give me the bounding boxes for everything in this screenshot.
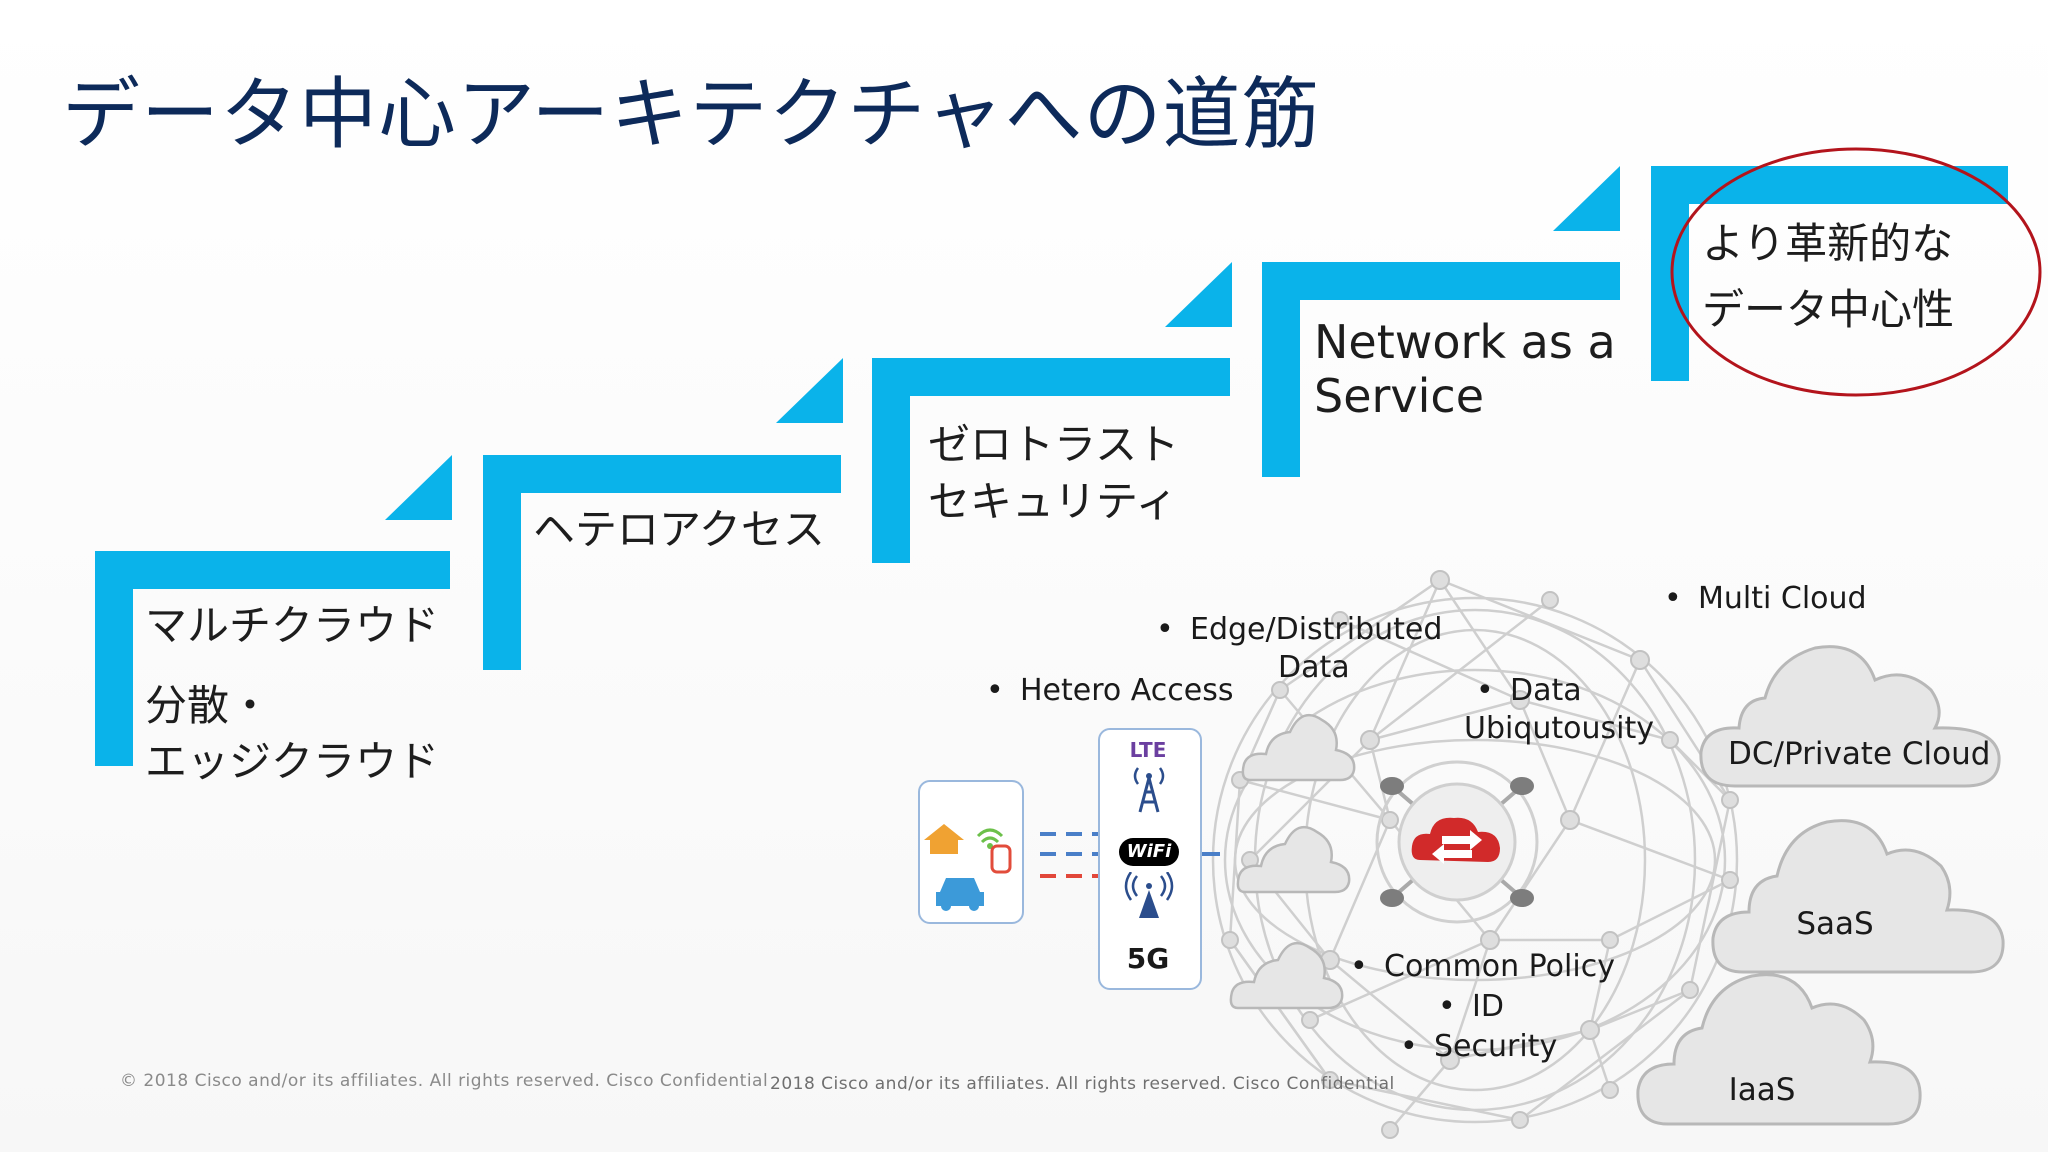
- step-2-bracket-side: [483, 455, 521, 670]
- bullet-multi-cloud-text: Multi Cloud: [1698, 581, 1867, 616]
- step-3-label-2: セキュリティ: [928, 477, 1178, 526]
- bullet-data-ubiquity-text: Data: [1510, 673, 1582, 708]
- step-1-label-2: 分散・: [145, 681, 272, 730]
- step-3-bracket-side: [872, 358, 910, 563]
- bullet-security-text: Security: [1434, 1029, 1558, 1064]
- step-4-bracket-side: [1262, 262, 1300, 477]
- bullet-edge-distributed-line2: Data: [1278, 650, 1350, 685]
- lte-label: LTE: [1129, 738, 1167, 762]
- step-4-arrow-tip: [1553, 166, 1620, 231]
- left-cloud-1: [1241, 713, 1356, 782]
- step-2-label: ヘテロアクセス: [533, 505, 825, 554]
- step-5-bracket-side: [1651, 166, 1689, 381]
- bullet-multi-cloud: •Multi Cloud: [1664, 581, 1867, 616]
- step-1-label: マルチクラウド: [145, 601, 440, 650]
- fiveg-label: 5G: [1126, 942, 1170, 975]
- wifi-label: WiFi: [1126, 841, 1172, 862]
- bullet-edge-distributed-text: Edge/Distributed: [1190, 612, 1443, 647]
- cloud-dc-private: [1699, 645, 2001, 788]
- left-cloud-2: [1236, 825, 1351, 894]
- left-cloud-3: [1229, 941, 1344, 1010]
- slide-title: データ中心アーキテクチャへの道筋: [62, 70, 1321, 160]
- cloud-saas-label: SaaS: [1796, 906, 1874, 942]
- bullet-common-policy: •Common Policy: [1350, 949, 1615, 984]
- highlight-circle: [1670, 147, 2042, 397]
- access-links: [1040, 832, 1220, 878]
- step-4-bracket-top: [1262, 262, 1620, 300]
- bullet-security: •Security: [1400, 1029, 1558, 1064]
- central-cloud-core: [1375, 760, 1539, 924]
- copyright-right: 2018 Cisco and/or its affiliates. All ri…: [770, 1074, 1395, 1094]
- step-3-label: ゼロトラスト: [928, 420, 1180, 469]
- bullet-id: •ID: [1438, 989, 1504, 1024]
- step-1-bracket-side: [95, 551, 133, 766]
- step-1-label-3: エッジクラウド: [145, 737, 440, 786]
- cloud-iaas-label: IaaS: [1728, 1072, 1796, 1108]
- bullet-id-text: ID: [1472, 989, 1504, 1024]
- bullet-common-policy-text: Common Policy: [1384, 949, 1615, 984]
- step-3-arrow-tip: [1165, 262, 1232, 327]
- cloud-dc-private-label: DC/Private Cloud: [1728, 736, 1991, 772]
- step-2-bracket-top: [483, 455, 841, 493]
- cloud-saas: [1711, 819, 2005, 974]
- step-2-arrow-tip: [776, 358, 843, 423]
- step-1-arrow-tip: [385, 455, 452, 520]
- step-4-label: Network as a: [1314, 315, 1616, 369]
- wifi-badge: WiFi: [1119, 838, 1179, 866]
- step-5-label-2: データ中心性: [1702, 285, 1955, 334]
- device-icons: [924, 824, 1012, 911]
- step-3-bracket-top: [872, 358, 1230, 396]
- step-1-bracket-top: [95, 551, 450, 589]
- step-4-label-2: Service: [1314, 369, 1485, 423]
- bullet-hetero-access: •Hetero Access: [986, 673, 1234, 708]
- lte-tower-icon: [1133, 767, 1165, 813]
- bullet-data-ubiquity: •Data: [1476, 673, 1582, 708]
- copyright-left: © 2018 Cisco and/or its affiliates. All …: [120, 1071, 769, 1091]
- step-5-label: より革新的な: [1702, 219, 1954, 268]
- cloud-iaas: [1636, 973, 1922, 1126]
- bullet-hetero-access-text: Hetero Access: [1020, 673, 1234, 708]
- bullet-data-ubiquity-line2: Ubiqutousity: [1464, 711, 1655, 746]
- wireless-tower-icon: [1124, 872, 1174, 918]
- bullet-edge-distributed: •Edge/Distributed: [1156, 612, 1443, 647]
